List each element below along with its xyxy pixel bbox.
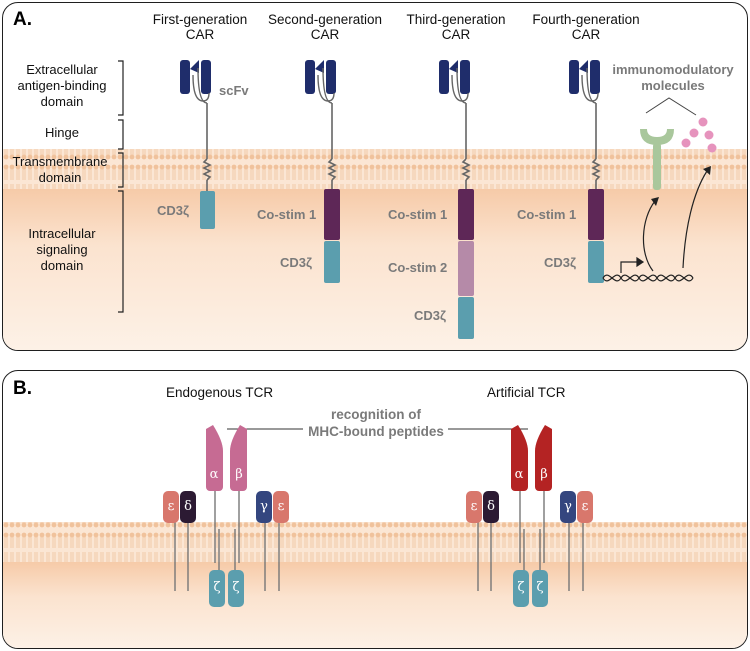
label-line: MHC-bound peptides: [308, 424, 444, 439]
costim1-domain: [458, 189, 474, 240]
panel-a-car-generations: A. First-generation CAR Second-generatio…: [2, 2, 748, 351]
label-line: domain: [38, 170, 82, 185]
label-line: domain: [40, 94, 84, 109]
callout-lines: [645, 97, 697, 116]
intracellular-domain-label: Intracellular signaling domain: [7, 226, 117, 274]
delta-chain-label: δ: [487, 499, 495, 514]
car-third-generation: [439, 60, 474, 339]
gamma-chain-label: γ: [564, 499, 572, 514]
epsilon-chain-label: ε: [167, 499, 175, 514]
zeta-chain-label: ζ: [232, 580, 240, 595]
endogenous-tcr-title: Endogenous TCR: [166, 385, 274, 400]
cd3z-domain: [458, 297, 474, 339]
label-line: domain: [40, 258, 84, 273]
cd3z-label-gen3: CD3ζ: [414, 308, 446, 323]
artificial-tcr-title: Artificial TCR: [487, 385, 566, 400]
panel-a-illustration: [3, 60, 747, 350]
immunomodulatory-label: immunomodulatory molecules: [603, 62, 743, 94]
costim1-label-gen4: Co-stim 1: [517, 207, 577, 222]
alpha-chain-label: α: [514, 467, 524, 482]
panel-b-label: B.: [13, 378, 32, 399]
cd3z-domain: [200, 191, 215, 229]
epsilon-chain-label: ε: [470, 499, 478, 514]
title-line-2: CAR: [310, 27, 340, 42]
panel-b-tcr-comparison: B. Endogenous TCR Artificial TCR recogni…: [2, 370, 748, 649]
title-line-2: CAR: [441, 27, 471, 42]
secretion-arrows: [642, 170, 708, 272]
delta-chain-label: δ: [184, 499, 192, 514]
title-line-1: Fourth-generation: [532, 12, 640, 27]
title-line-2: CAR: [571, 27, 601, 42]
domain-brackets: [118, 60, 124, 313]
cd3z-domain: [588, 241, 604, 283]
label-line: recognition of: [331, 407, 421, 422]
costim2-label-gen3: Co-stim 2: [388, 260, 448, 275]
label-line: signaling: [36, 242, 88, 257]
label-line: Extracellular: [26, 62, 98, 77]
cytokine-dots: [681, 117, 717, 153]
car-first-generation: [180, 60, 215, 229]
cell-cytoplasm: [3, 560, 747, 648]
costim1-label-gen2: Co-stim 1: [257, 207, 317, 222]
cd3z-label-gen2: CD3ζ: [280, 255, 312, 270]
label-line: antigen-binding: [17, 78, 107, 93]
label-line: Transmembrane: [12, 154, 108, 169]
dna-gene: [602, 256, 694, 282]
panel-a-label: A.: [13, 9, 32, 30]
cd3z-label-gen4: CD3ζ: [544, 255, 576, 270]
label-line: Intracellular: [28, 226, 96, 241]
beta-chain-label: β: [540, 467, 548, 482]
zeta-chain-label: ζ: [536, 580, 544, 595]
first-generation-title: First-generation CAR: [135, 12, 265, 42]
cd3z-domain: [324, 241, 340, 283]
endogenous-tcr: [163, 425, 289, 607]
transmembrane-domain-label: Transmembrane domain: [3, 154, 117, 186]
costim1-domain: [324, 189, 340, 240]
cell-cytoplasm: [3, 186, 747, 350]
panel-b-illustration: [3, 425, 747, 648]
immunomodulatory-receptor: [640, 129, 674, 190]
label-line: molecules: [641, 78, 705, 93]
zeta-chain-label: ζ: [213, 580, 221, 595]
costim2-domain: [458, 241, 474, 296]
scfv-domain: [180, 60, 211, 104]
extracellular-domain-label: Extracellular antigen-binding domain: [7, 62, 117, 110]
zeta-chain-label: ζ: [517, 580, 525, 595]
title-line-1: Third-generation: [406, 12, 506, 27]
scfv-label: scFv: [219, 83, 249, 98]
title-line-1: First-generation: [152, 12, 248, 27]
third-generation-title: Third-generation CAR: [391, 12, 521, 42]
cd3z-label-gen1: CD3ζ: [157, 203, 189, 218]
beta-chain-label: β: [235, 467, 243, 482]
car-second-generation: [305, 60, 340, 283]
label-line: immunomodulatory: [612, 62, 734, 77]
hinge-label: Hinge: [45, 125, 79, 140]
costim1-domain: [588, 189, 604, 240]
fourth-generation-title: Fourth-generation CAR: [521, 12, 651, 42]
alpha-chain-label: α: [209, 467, 219, 482]
title-line-1: Second-generation: [267, 12, 383, 27]
car-fourth-generation: [569, 60, 604, 283]
epsilon-chain-label: ε: [581, 499, 589, 514]
artificial-tcr: [466, 425, 593, 607]
second-generation-title: Second-generation CAR: [260, 12, 390, 42]
recognition-label: recognition of MHC-bound peptides: [281, 406, 471, 440]
gamma-chain-label: γ: [260, 499, 268, 514]
costim1-label-gen3: Co-stim 1: [388, 207, 448, 222]
title-line-2: CAR: [185, 27, 215, 42]
epsilon-chain-label: ε: [277, 499, 285, 514]
